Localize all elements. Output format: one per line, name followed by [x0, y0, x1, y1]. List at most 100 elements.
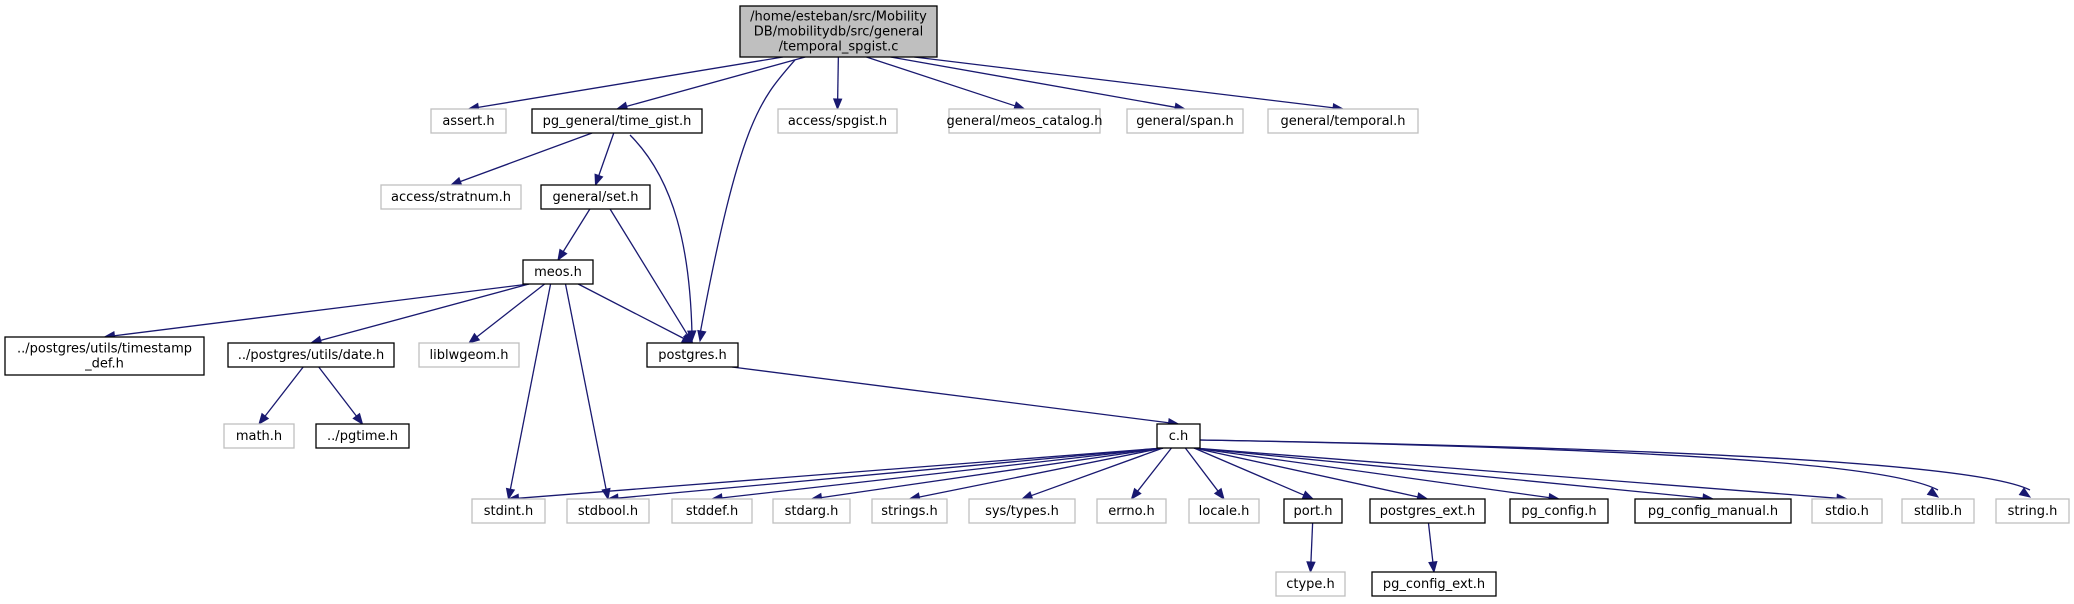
node-box-c: [1156, 423, 1201, 449]
node-span: general/span.h: [1126, 108, 1244, 134]
node-string: string.h: [1995, 498, 2070, 524]
node-meos-catalog: general/meos_catalog.h: [946, 108, 1103, 134]
node-stddef: stddef.h: [671, 498, 753, 524]
node-label-meos: meos.h: [534, 265, 582, 280]
node-label-stratnum: access/stratnum.h: [391, 190, 511, 205]
node-label-math: math.h: [236, 429, 282, 444]
node-box-locale: [1188, 498, 1260, 524]
edge-time-gist-to-set: [597, 132, 615, 177]
edge-meos-to-postgres: [577, 283, 685, 340]
edge-main-to-meos-catalog: [866, 56, 1017, 107]
node-time-gist[interactable]: pg_general/time_gist.h: [531, 108, 703, 134]
node-stdio: stdio.h: [1811, 498, 1883, 524]
node-locale: locale.h: [1188, 498, 1260, 524]
arrowhead-c-to-string: [2018, 487, 2032, 498]
node-label-stdint: stdint.h: [484, 504, 533, 519]
edge-time-gist-to-stratnum: [459, 132, 593, 183]
node-stdint: stdint.h: [471, 498, 546, 524]
arrowhead-c-to-port: [1301, 490, 1315, 500]
node-label-ctype: ctype.h: [1286, 577, 1335, 592]
node-label-locale: locale.h: [1199, 504, 1250, 519]
node-box-stdint: [471, 498, 546, 524]
node-box-string: [1995, 498, 2070, 524]
node-set[interactable]: general/set.h: [540, 184, 651, 210]
edge-c-to-locale: [1184, 447, 1220, 493]
node-pg-config-ext[interactable]: pg_config_ext.h: [1371, 571, 1497, 597]
node-label-errno: errno.h: [1108, 504, 1155, 519]
arrowhead-main-to-access-spgist: [832, 98, 843, 111]
node-box-ctype: [1275, 571, 1346, 597]
node-pg-config-manual[interactable]: pg_config_manual.h: [1634, 498, 1792, 524]
node-stratnum: access/stratnum.h: [380, 184, 522, 210]
arrowhead-c-to-locale: [1213, 487, 1225, 501]
edge-main-to-access-spgist: [836, 56, 839, 101]
edge-c-to-stdio: [1193, 447, 1839, 499]
node-box-assert: [430, 108, 507, 134]
node-date[interactable]: ../postgres/utils/date.h: [227, 342, 395, 368]
node-label-timestamp-def-line-1: ../postgres/utils/timestamp: [17, 342, 192, 357]
node-math: math.h: [223, 423, 295, 449]
arrowhead-port-to-ctype: [1306, 561, 1316, 574]
edge-main-to-temporal: [914, 56, 1335, 109]
node-label-stdlib: stdlib.h: [1914, 504, 1962, 519]
node-meos[interactable]: meos.h: [522, 259, 594, 285]
node-label-main-line-2: DB/mobilitydb/src/general: [754, 25, 923, 40]
node-pg-config[interactable]: pg_config.h: [1509, 498, 1609, 524]
node-box-meos-catalog: [948, 108, 1101, 134]
node-stdarg: stdarg.h: [772, 498, 851, 524]
node-label-string: string.h: [2008, 504, 2058, 519]
node-label-time-gist: pg_general/time_gist.h: [543, 114, 692, 129]
node-label-set: general/set.h: [552, 190, 638, 205]
arrowhead-date-to-math: [258, 412, 270, 426]
node-label-stdbool: stdbool.h: [578, 504, 638, 519]
nodes-layer: /home/esteban/src/MobilityDB/mobilitydb/…: [4, 5, 2070, 597]
arrowhead-meos-to-stdint: [505, 487, 516, 501]
node-port[interactable]: port.h: [1283, 498, 1343, 524]
edge-postgres-to-c: [731, 366, 1170, 424]
node-box-stdio: [1811, 498, 1883, 524]
edge-c-to-string: [1199, 439, 2031, 491]
node-label-main-line-1: /home/esteban/src/Mobility: [750, 10, 927, 25]
node-c[interactable]: c.h: [1156, 423, 1201, 449]
node-box-span: [1126, 108, 1244, 134]
node-postgres[interactable]: postgres.h: [646, 342, 739, 368]
node-box-date: [227, 342, 395, 368]
arrowhead-set-to-meos: [557, 248, 568, 262]
node-temporal: general/temporal.h: [1267, 108, 1419, 134]
node-label-postgres-ext: postgres_ext.h: [1380, 504, 1476, 519]
edge-date-to-math: [264, 366, 304, 418]
node-box-stdlib: [1901, 498, 1975, 524]
node-box-set: [540, 184, 651, 210]
edge-c-to-stddef: [720, 447, 1164, 499]
edge-date-to-pgtime: [318, 366, 358, 418]
node-label-port: port.h: [1293, 504, 1332, 519]
edge-main-to-assert: [477, 56, 784, 109]
node-postgres-ext[interactable]: postgres_ext.h: [1369, 498, 1486, 524]
edge-c-to-postgres-ext: [1193, 447, 1419, 498]
node-sys-types: sys/types.h: [968, 498, 1076, 524]
node-box-stdarg: [772, 498, 851, 524]
edge-set-to-meos: [562, 208, 591, 253]
node-errno: errno.h: [1096, 498, 1167, 524]
node-timestamp-def[interactable]: ../postgres/utils/timestamp_def.h: [4, 336, 205, 376]
node-strings: strings.h: [871, 498, 948, 524]
node-main[interactable]: /home/esteban/src/MobilityDB/mobilitydb/…: [739, 5, 938, 58]
edges-layer: [103, 56, 2032, 574]
node-label-pgtime: ../pgtime.h: [327, 429, 398, 444]
node-box-errno: [1096, 498, 1167, 524]
node-label-main-line-3: /temporal_spgist.c: [779, 40, 899, 55]
node-box-main: [739, 5, 938, 58]
node-box-meos: [522, 259, 594, 285]
node-box-temporal: [1267, 108, 1419, 134]
edge-c-to-stdbool: [616, 447, 1164, 499]
node-label-timestamp-def-line-2: _def.h: [84, 357, 124, 372]
node-label-sys-types: sys/types.h: [985, 504, 1059, 519]
edge-main-to-time-gist: [625, 56, 806, 108]
arrowhead-postgres-ext-to-pg-config-ext: [1428, 561, 1438, 574]
node-pgtime[interactable]: ../pgtime.h: [315, 423, 410, 449]
edge-postgres-ext-to-pg-config-ext: [1427, 522, 1434, 564]
node-label-pg-config-ext: pg_config_ext.h: [1383, 577, 1485, 592]
node-label-stdio: stdio.h: [1825, 504, 1869, 519]
arrowhead-time-gist-to-set: [594, 173, 604, 187]
